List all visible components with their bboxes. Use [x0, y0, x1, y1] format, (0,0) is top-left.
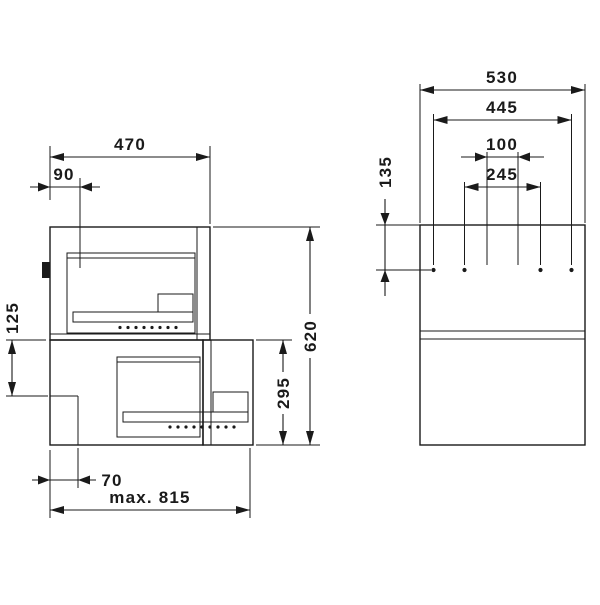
- dim-holes-mid-label: 245: [486, 165, 518, 184]
- dim-holes-top-offset-label: 135: [376, 156, 395, 188]
- dim-holes-mid: 245: [464, 165, 541, 265]
- dim-cutout-depth: 70: [32, 448, 122, 490]
- bottom-drawer-slide-mechanism: [116, 356, 249, 438]
- dim-width: 530: [419, 68, 586, 223]
- dim-total-height: 620: [213, 226, 320, 446]
- dim-back-offset: 90: [30, 165, 100, 268]
- drill-holes: [431, 267, 574, 273]
- dim-holes-outer: 445: [433, 98, 572, 265]
- dim-holes-top-offset: 135: [376, 156, 431, 296]
- dim-back-offset-label: 90: [53, 165, 74, 184]
- dim-holes-outer-label: 445: [486, 98, 518, 117]
- dim-cutout-height-label: 125: [3, 302, 22, 334]
- front-view: 530 445 100 245: [376, 68, 586, 446]
- dim-total-height-label: 620: [301, 320, 320, 352]
- side-bottom-drawer-body: [49, 339, 204, 446]
- siphon-cutout: [50, 395, 79, 445]
- dim-width-label: 530: [486, 68, 518, 87]
- side-bottom-drawer-front: [202, 339, 254, 446]
- dim-max-width: max. 815: [49, 448, 251, 518]
- dim-cutout-depth-label: 70: [101, 471, 122, 490]
- dim-holes-inner: 100: [461, 135, 544, 265]
- dim-depth: 470: [49, 135, 211, 224]
- top-drawer-slide-mechanism: [66, 252, 196, 334]
- dim-max-width-label: max. 815: [109, 488, 190, 507]
- side-view: 470 90 125 620: [3, 135, 320, 518]
- side-top-drawer-body: [49, 226, 211, 341]
- back-panel-clip: [42, 262, 50, 278]
- dim-depth-label: 470: [114, 135, 146, 154]
- dim-holes-inner-label: 100: [486, 135, 518, 154]
- dim-front-height-label: 295: [274, 377, 293, 409]
- dim-front-height: 295: [256, 339, 293, 445]
- front-carcass: [419, 224, 586, 446]
- dim-cutout-height: 125: [3, 302, 48, 397]
